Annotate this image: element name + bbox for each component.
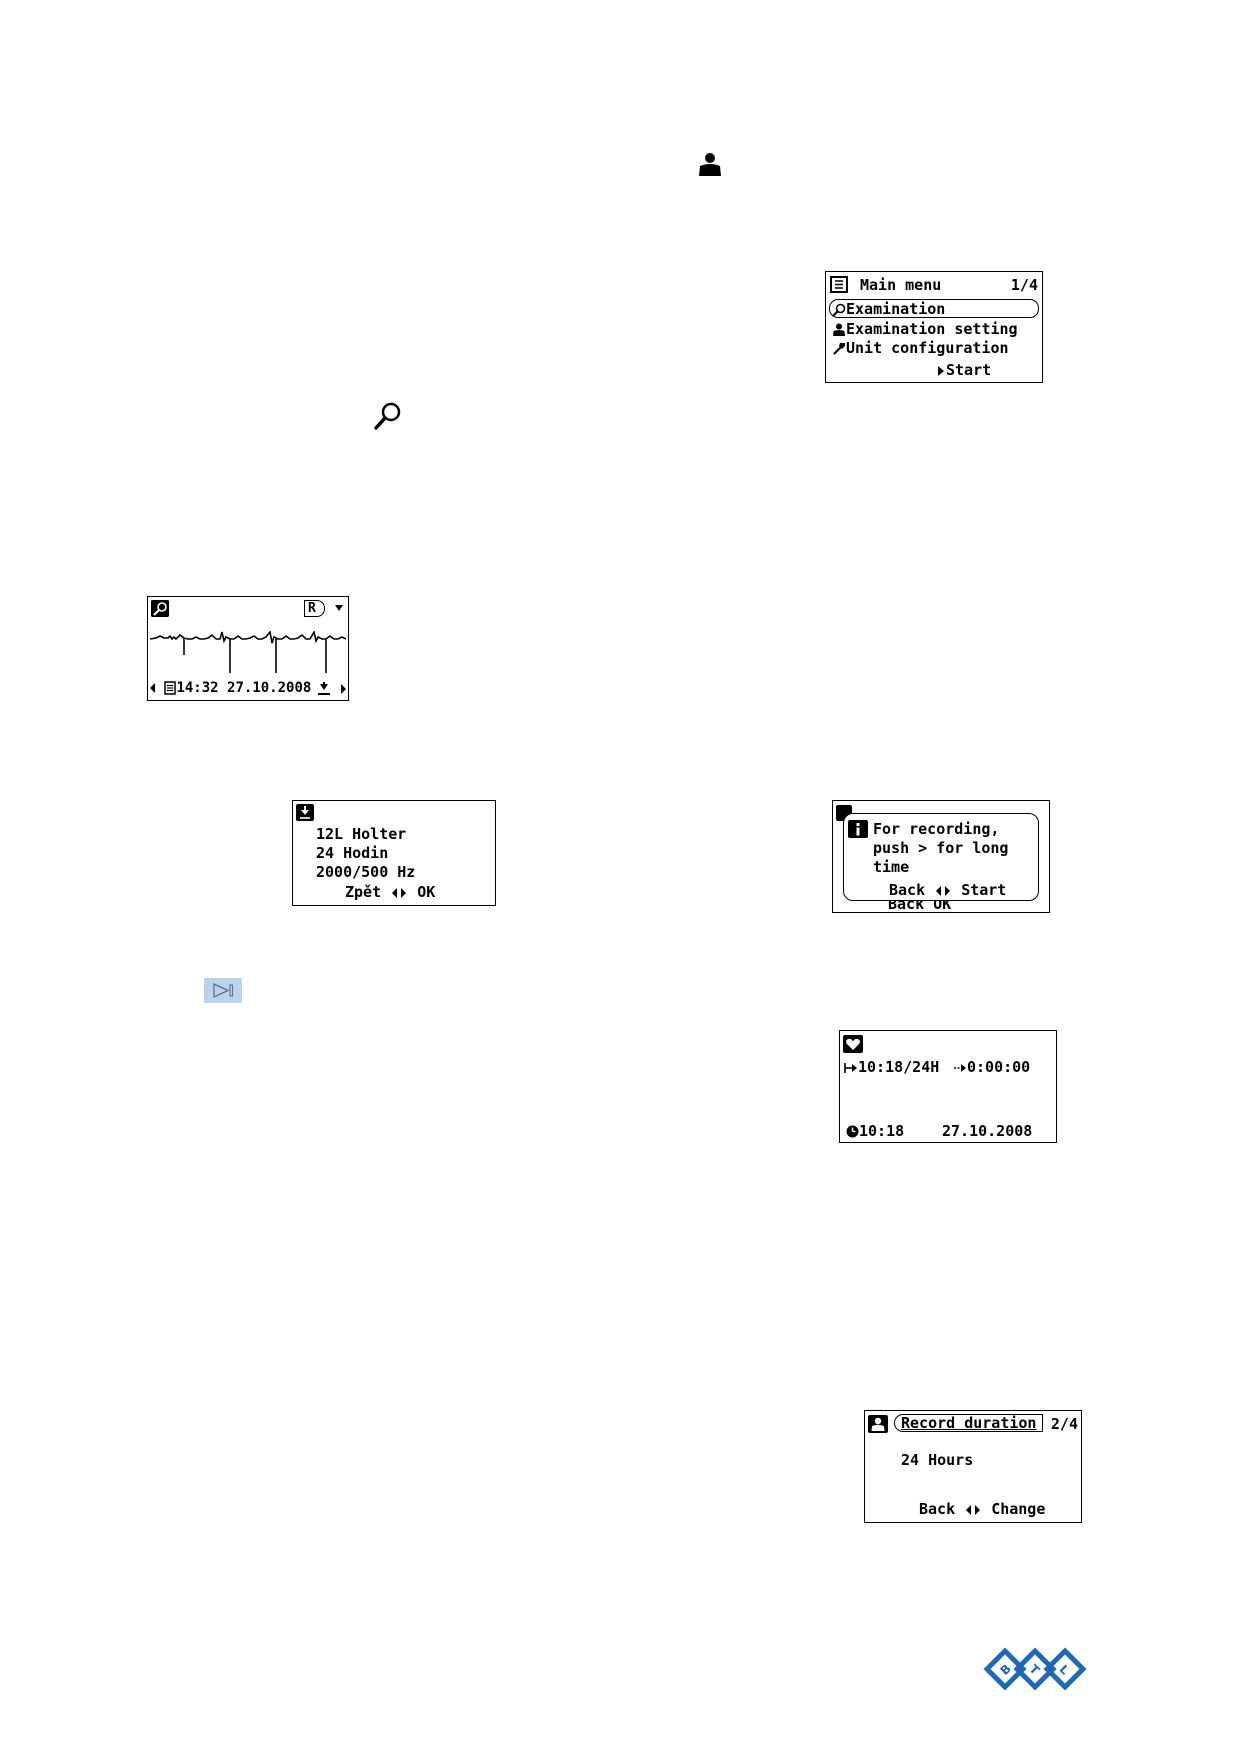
left-right-arrow-icon <box>966 1504 981 1515</box>
main-menu-footer[interactable]: Start <box>936 361 991 379</box>
menu-item-examination-setting[interactable]: Examination setting <box>832 320 1018 338</box>
elapsed-arrow-icon <box>844 1062 857 1073</box>
ecg-time: 14:32 <box>176 680 219 696</box>
svg-text:L: L <box>1057 1662 1073 1678</box>
right-arrow-icon <box>938 365 944 376</box>
clock-icon <box>846 1125 859 1138</box>
svg-text:T: T <box>1026 1662 1042 1678</box>
holter-line-1: 12L Holter <box>316 825 407 843</box>
info-line-2: push > for long <box>873 839 1009 857</box>
play-pause-key <box>204 978 242 1003</box>
btl-logo: B T L <box>983 1647 1087 1691</box>
clock-time: 10:18 <box>859 1122 905 1140</box>
info-line-1: For recording, <box>873 820 1000 838</box>
duration-page: 2/4 <box>1050 1415 1078 1433</box>
info-icon <box>848 819 868 838</box>
duration-back[interactable]: Back <box>919 1500 956 1518</box>
left-arrow-icon[interactable] <box>149 682 156 694</box>
main-menu-screen: Main menu 1/4 Examination Examination se… <box>825 271 1043 383</box>
right-arrow-icon[interactable] <box>340 683 347 695</box>
recording-screen: 10:18/24H 0:00:00 10:18 27.10.2008 <box>839 1030 1057 1143</box>
left-right-arrow-icon <box>936 885 951 896</box>
info-line-3: time <box>873 858 910 876</box>
record-duration-screen: Record duration 2/4 24 Hours Back Change <box>864 1410 1082 1523</box>
chevron-down-icon <box>334 604 343 611</box>
menu-item-unit-configuration[interactable]: Unit configuration <box>832 339 1009 357</box>
download-icon <box>317 681 330 695</box>
elapsed-time: 10:18/24H <box>858 1058 940 1076</box>
magnifier-icon <box>374 402 401 430</box>
remaining-arrow-icon <box>954 1063 966 1072</box>
person-icon <box>868 1414 888 1433</box>
person-icon <box>699 153 721 176</box>
info-back[interactable]: Back <box>889 881 926 899</box>
info-popup-screen: Back OK For recording, push > for long t… <box>832 800 1050 913</box>
selection-highlight <box>829 299 1039 318</box>
info-start[interactable]: Start <box>961 881 1007 899</box>
holter-line-3: 2000/500 Hz <box>316 863 416 881</box>
holter-ok[interactable]: OK <box>417 883 436 901</box>
info-popup: For recording, push > for long time Back… <box>843 813 1039 901</box>
left-right-arrow-icon <box>392 887 407 898</box>
magnifier-icon <box>151 600 169 617</box>
ecg-status-bar: 14:32 27.10.2008 <box>149 679 311 697</box>
lead-selector[interactable]: R <box>304 598 344 617</box>
list-icon <box>830 276 848 293</box>
wrench-icon <box>833 342 845 355</box>
play-pause-icon <box>213 982 234 999</box>
menu-item-examination[interactable]: Examination <box>832 300 945 318</box>
ecg-date: 27.10.2008 <box>227 680 312 696</box>
download-icon <box>296 804 314 821</box>
main-menu-page: 1/4 <box>1010 276 1038 294</box>
holter-line-2: 24 Hodin <box>316 844 389 862</box>
duration-change[interactable]: Change <box>991 1500 1046 1518</box>
holter-back[interactable]: Zpět <box>345 883 382 901</box>
duration-value: 24 Hours <box>901 1451 974 1469</box>
ecg-screen: R 14:32 27.10.2008 <box>147 596 349 701</box>
duration-title: Record duration <box>894 1414 1044 1432</box>
main-menu-title: Main menu <box>860 276 942 294</box>
magnifier-icon <box>832 303 846 317</box>
ecg-waveform <box>150 631 346 673</box>
svg-text:B: B <box>998 1662 1014 1678</box>
heart-icon <box>843 1034 863 1053</box>
remaining-time: 0:00:00 <box>967 1058 1031 1076</box>
person-icon <box>833 323 845 336</box>
holter-settings-screen: 12L Holter 24 Hodin 2000/500 Hz Zpět OK <box>292 800 496 906</box>
list-icon <box>164 681 177 695</box>
record-date: 27.10.2008 <box>942 1122 1033 1140</box>
